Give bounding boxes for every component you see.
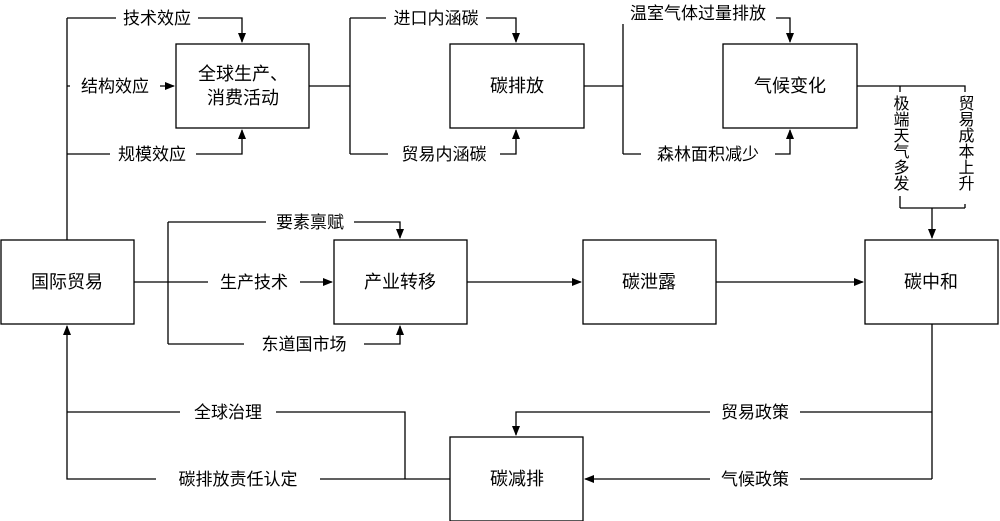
label-mask-excess-ghg (622, 0, 776, 24)
node-carbon-leakage: 碳泄露 (582, 239, 717, 325)
label-global-governance: 全球治理 (194, 403, 262, 423)
connector-factor-endowment (168, 221, 404, 239)
label-extreme-weather: 极端天气多发 (891, 95, 910, 191)
label-mask-climate-policy (710, 466, 800, 490)
connector-production-bracket (309, 18, 351, 154)
label-mask-scale-effect (110, 141, 196, 165)
connector-reduction-to-trade (63, 325, 450, 480)
connector-emission-bracket (584, 18, 624, 154)
node-international-trade: 国际贸易 (0, 239, 135, 325)
node-global-production-label-line2: 消费活动 (207, 88, 279, 109)
node-climate-change: 气候变化 (722, 43, 858, 129)
label-technology-effect: 技术效应 (123, 9, 191, 29)
label-emission-responsibility: 碳排放责任认定 (179, 470, 298, 490)
label-trade-embodied-carbon: 贸易内涵碳 (402, 145, 487, 165)
node-carbon-reduction: 碳减排 (449, 436, 584, 521)
label-excess-ghg-emission: 温室气体过量排放 (630, 4, 766, 24)
connector-trade-to-factors (134, 222, 169, 344)
node-carbon-neutrality: 碳中和 (864, 239, 999, 325)
label-mask-trade-carbon (388, 141, 500, 165)
node-international-trade-label: 国际贸易 (31, 272, 103, 293)
label-mask-imported-carbon (386, 5, 486, 29)
label-structure-effect: 结构效应 (81, 77, 149, 97)
label-mask-emission-responsibility (156, 466, 320, 490)
label-mask-forest-decrease (641, 141, 775, 165)
label-mask-host-market (244, 331, 364, 355)
node-carbon-emission-label: 碳排放 (490, 76, 544, 97)
label-forest-area-decrease: 森林面积减少 (657, 145, 759, 165)
node-global-production-label-line1: 全球生产、 (198, 64, 288, 85)
node-industrial-transfer: 产业转移 (333, 239, 468, 325)
label-trade-policy: 贸易政策 (721, 403, 789, 423)
label-climate-policy: 气候政策 (721, 470, 789, 490)
node-climate-change-label: 气候变化 (754, 76, 826, 97)
label-factor-endowment: 要素禀赋 (276, 212, 344, 233)
label-mask-trade-cost (953, 92, 977, 204)
node-carbon-leakage-label: 碳泄露 (622, 272, 676, 293)
node-carbon-neutrality-label: 碳中和 (904, 272, 958, 293)
label-mask-structure-effect (70, 73, 160, 97)
label-production-technology: 生产技术 (220, 273, 288, 293)
label-mask-trade-policy (710, 399, 800, 423)
label-host-country-market: 东道国市场 (262, 335, 347, 355)
node-global-production: 全球生产、 消费活动 (175, 43, 310, 129)
connector-global-governance (67, 411, 406, 479)
label-mask-technology-effect (116, 5, 198, 29)
label-mask-extreme-weather (888, 92, 912, 196)
label-mask-factor-endowment (266, 209, 354, 233)
node-carbon-emission: 碳排放 (449, 43, 585, 129)
node-industrial-transfer-label: 产业转移 (364, 272, 436, 293)
connector-climate-merge (900, 207, 965, 238)
label-trade-cost-rise: 贸易成本上升 (956, 95, 975, 191)
label-imported-embodied-carbon: 进口内涵碳 (394, 9, 479, 29)
label-mask-production-technology (208, 269, 300, 293)
node-carbon-reduction-label: 碳减排 (490, 469, 544, 490)
label-mask-global-governance (180, 399, 276, 423)
label-scale-effect: 规模效应 (118, 145, 186, 165)
